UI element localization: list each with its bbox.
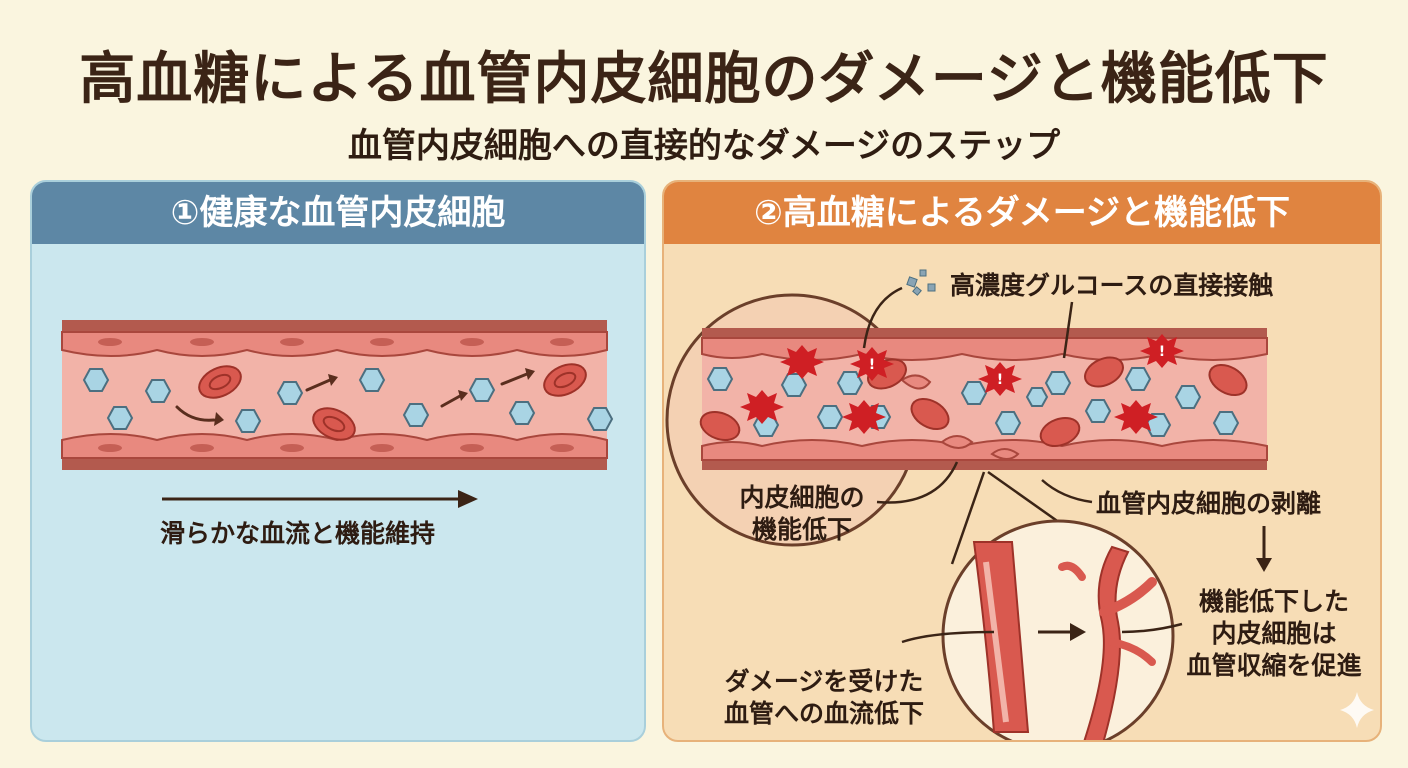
damage-burst-icon <box>740 334 1184 434</box>
endothelial-dysfunction-line2: 機能低下 <box>751 515 852 544</box>
damage-panel: ②高血糖によるダメージと機能低下 <box>662 180 1382 742</box>
inset-vessels <box>972 541 1157 740</box>
svg-text:!: ! <box>1159 344 1165 360</box>
reduced-flow-line2: 血管への血流低下 <box>723 699 924 728</box>
healthy-panel: ①健康な血管内皮細胞 <box>30 180 646 742</box>
healthy-caption: 滑らかな血流と機能維持 <box>160 519 436 548</box>
flow-arrow-icon <box>175 372 529 422</box>
glucose-contact-label: 高濃度グルコースの直接接触 <box>950 271 1274 300</box>
healthy-vessel <box>61 320 614 508</box>
healthy-panel-heading: ①健康な血管内皮細胞 <box>32 182 644 244</box>
sparkle-icon <box>1340 692 1374 728</box>
endothelial-dysfunction-label: 内皮細胞の 機能低下 <box>722 482 882 546</box>
glucose-hexagons-damaged <box>706 367 1240 437</box>
glucose-hexagons <box>82 368 614 433</box>
vasoconstriction-line2: 内皮細胞は <box>1211 619 1337 648</box>
reduced-flow-label: ダメージを受けた 血管への血流低下 <box>704 666 944 730</box>
page-subtitle: 血管内皮細胞への直接的なダメージのステップ <box>347 126 1061 166</box>
reduced-flow-line1: ダメージを受けた <box>724 667 924 696</box>
vasoconstriction-label: 機能低下した 内皮細胞は 血管収縮を促進 <box>1174 586 1374 682</box>
damage-panel-heading: ②高血糖によるダメージと機能低下 <box>664 182 1380 244</box>
detachment-label: 血管内皮細胞の剥離 <box>1096 489 1322 518</box>
glucose-particles-icon <box>906 269 936 296</box>
svg-text:!: ! <box>869 357 875 373</box>
vasoconstriction-line1: 機能低下した <box>1198 587 1349 616</box>
page-title: 高血糖による血管内皮細胞のダメージと機能低下 <box>79 47 1329 112</box>
vasoconstriction-line3: 血管収縮を促進 <box>1186 651 1362 680</box>
damaged-vessel-illustration: !!! <box>665 269 1374 740</box>
endothelial-dysfunction-line1: 内皮細胞の <box>739 483 865 512</box>
svg-text:!: ! <box>997 372 1003 388</box>
healthy-vessel-illustration <box>61 320 614 508</box>
